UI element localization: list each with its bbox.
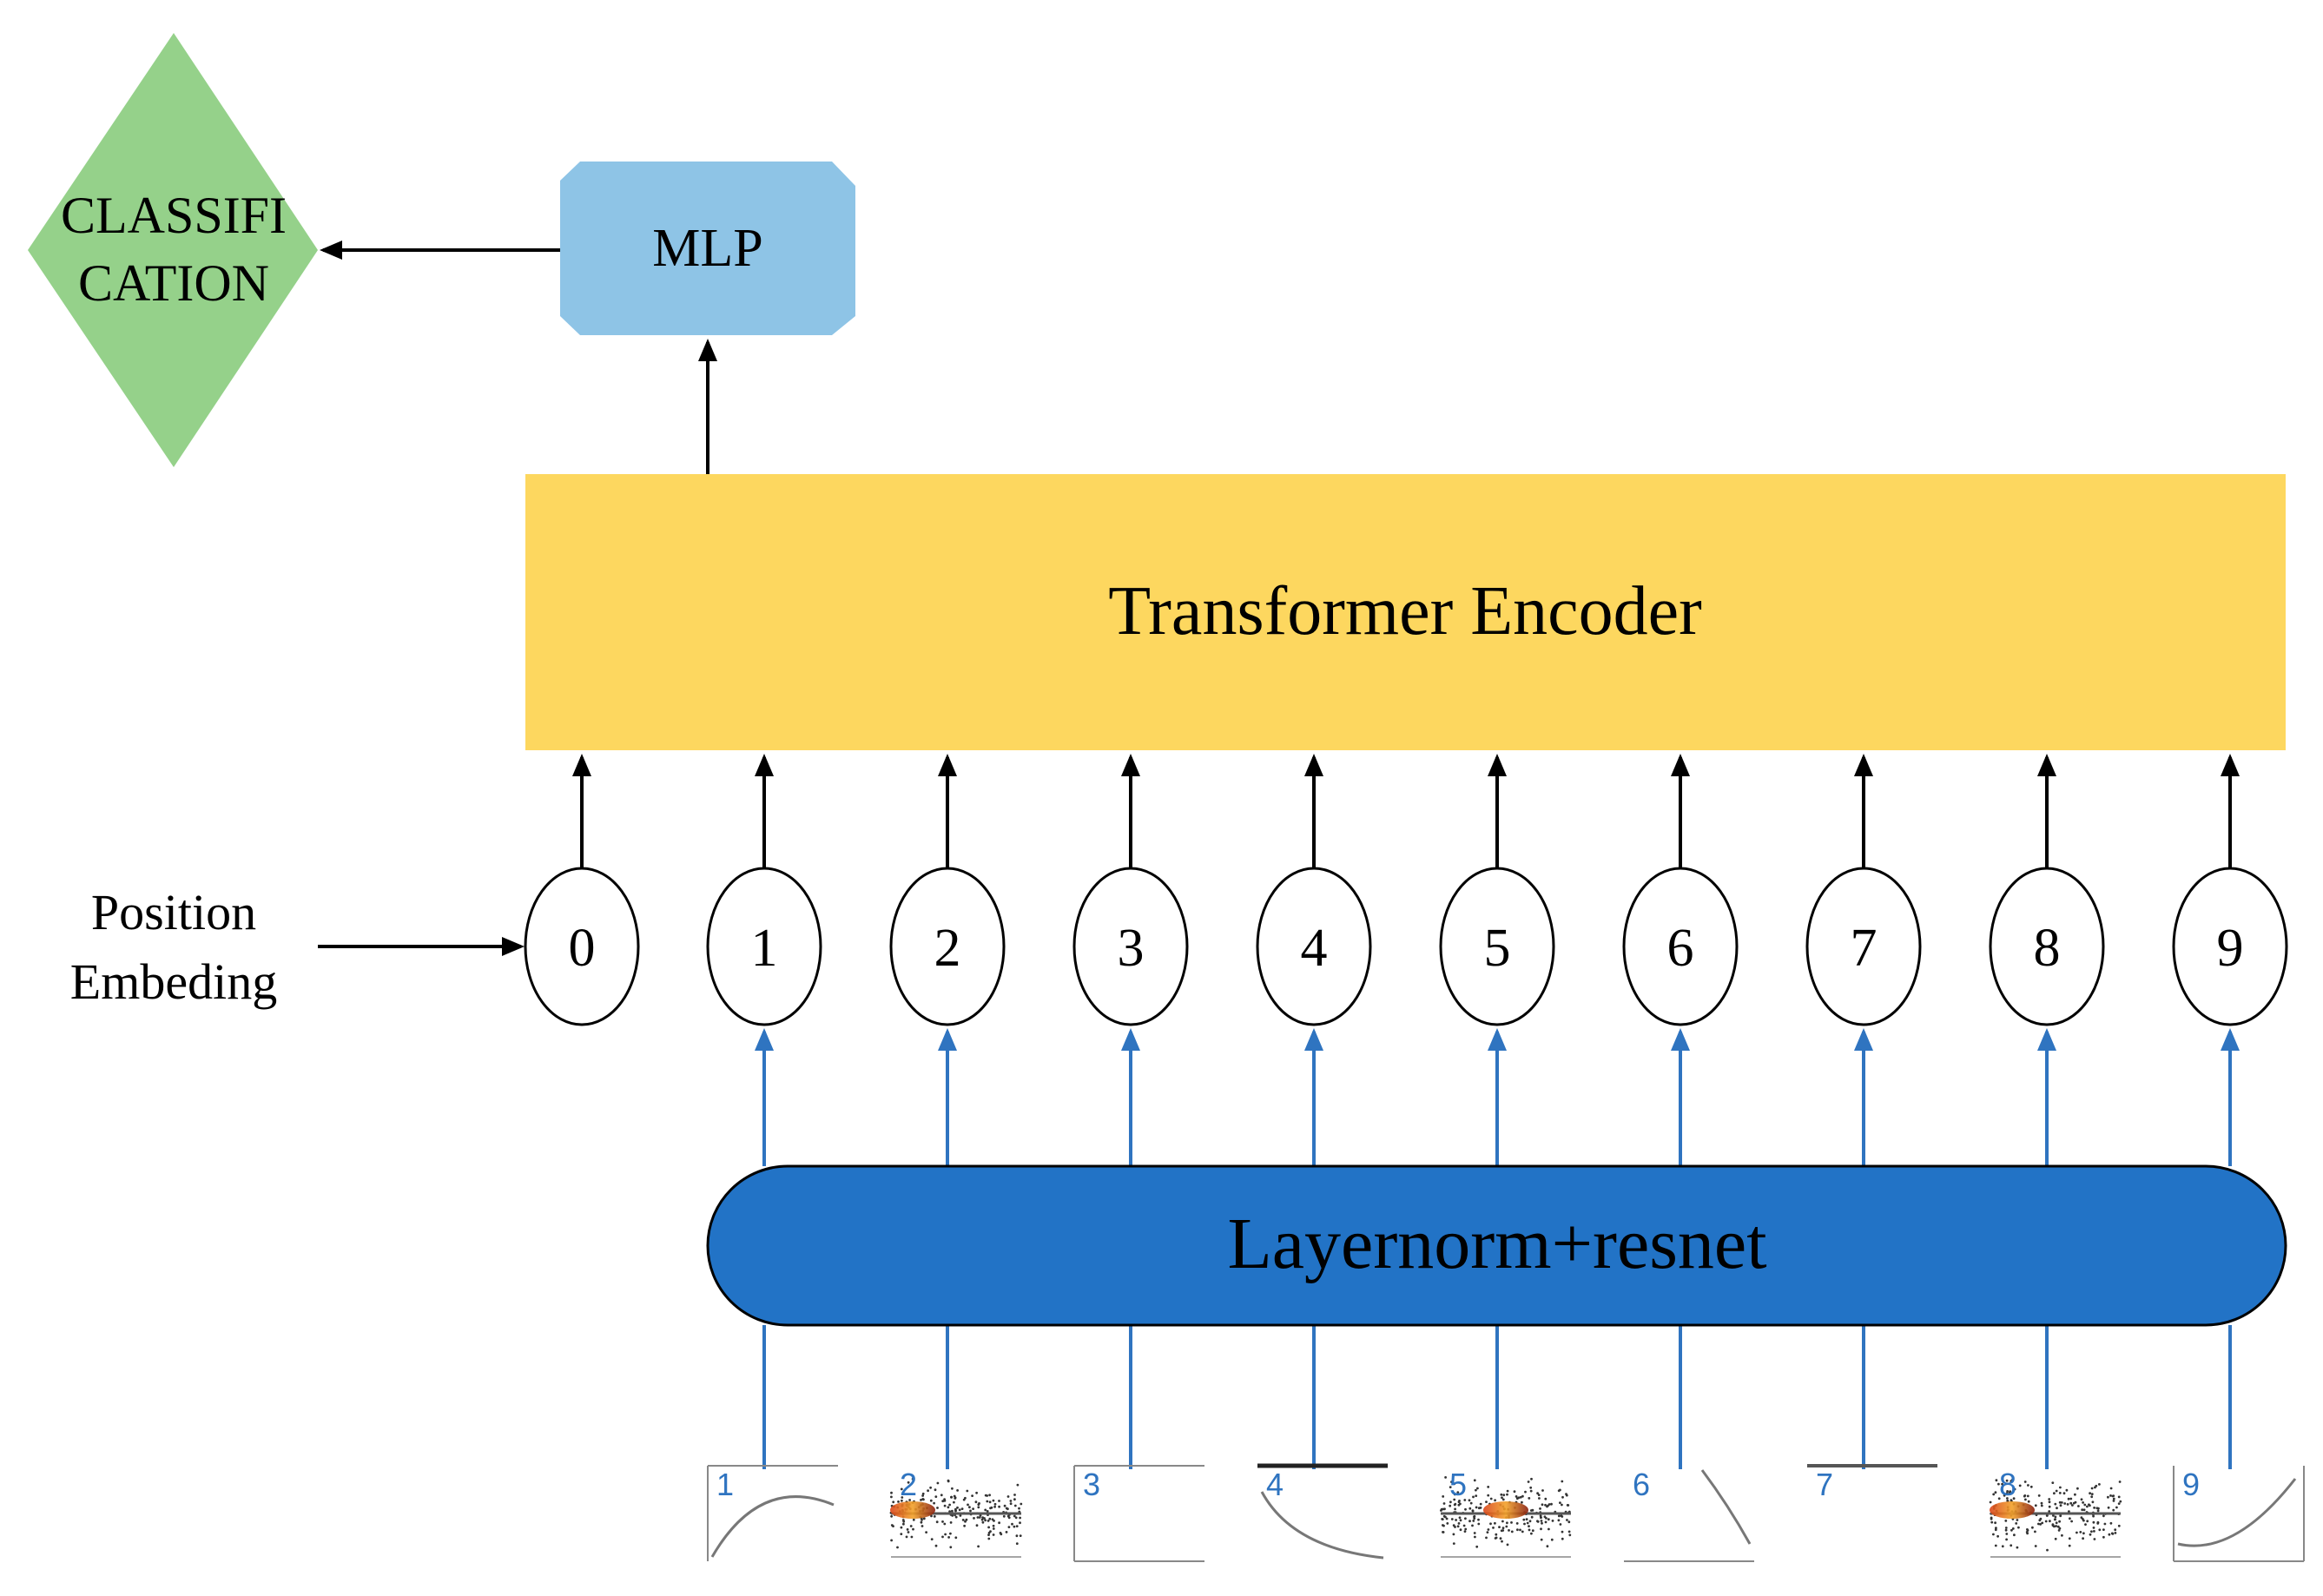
token-1-node xyxy=(706,867,822,1026)
thumbnail-5: 5 xyxy=(1440,1467,1572,1558)
token-2-label: 2 xyxy=(934,919,961,978)
thumbnail-7: 7 xyxy=(1807,1464,1937,1502)
token-7-label: 7 xyxy=(1851,919,1878,978)
classification-label-line1: CLASSIFI xyxy=(61,187,287,244)
layernorm-resnet-block xyxy=(706,1164,2287,1327)
thumbnail-1-label: 1 xyxy=(716,1467,734,1502)
token-3-node xyxy=(1072,867,1189,1026)
transformer-encoder-block xyxy=(525,474,2286,750)
thumbnail-3: 3 xyxy=(1073,1465,1204,1562)
mlp-label: MLP xyxy=(652,219,762,278)
thumbnail-2: 2 xyxy=(889,1467,1023,1558)
token-9-label: 9 xyxy=(2217,919,2244,978)
thumbnail-8: 8 xyxy=(1989,1467,2122,1558)
token-9-node xyxy=(2172,867,2288,1026)
thumbnail-4-label: 4 xyxy=(1266,1467,1284,1502)
layernorm-resnet-label: Layernorm+resnet xyxy=(1227,1204,1766,1284)
thumbnail-3-label: 3 xyxy=(1083,1467,1100,1502)
classification-label-line2: CATION xyxy=(78,254,269,312)
token-8-node xyxy=(1989,867,2105,1026)
thumbnail-8-label: 8 xyxy=(1999,1467,2016,1502)
token-5-node xyxy=(1439,867,1555,1026)
thumbnail-2-label: 2 xyxy=(900,1467,917,1502)
position-embedding-label-line2: Embeding xyxy=(70,953,277,1010)
thumbnail-7-label: 7 xyxy=(1816,1467,1833,1502)
token-0-label: 0 xyxy=(569,919,596,978)
transformer-encoder-label: Transformer Encoder xyxy=(1108,573,1702,650)
thumbnail-4: 4 xyxy=(1257,1463,1388,1560)
thumbnail-9-label: 9 xyxy=(2182,1467,2200,1502)
token-0-node xyxy=(524,867,640,1026)
token-4-label: 4 xyxy=(1301,919,1328,978)
thumbnail-6-label: 6 xyxy=(1633,1467,1650,1502)
token-1-label: 1 xyxy=(751,919,778,978)
token-3-label: 3 xyxy=(1118,919,1145,978)
thumbnail-9: 9 xyxy=(2173,1466,2305,1562)
classification-node xyxy=(28,33,318,467)
position-embedding-label-line1: Position xyxy=(91,884,256,940)
token-6-node xyxy=(1622,867,1739,1026)
thumbnail-1: 1 xyxy=(707,1465,838,1561)
input-patch-thumbnails: 1 2 3 4 5 6 7 8 9 xyxy=(707,1463,2305,1562)
token-6-label: 6 xyxy=(1667,919,1694,978)
token-7-node xyxy=(1805,867,1922,1026)
token-4-node xyxy=(1256,867,1372,1026)
token-5-label: 5 xyxy=(1484,919,1511,978)
token-2-node xyxy=(889,867,1006,1026)
token-8-label: 8 xyxy=(2034,919,2061,978)
thumbnail-6: 6 xyxy=(1624,1467,1754,1562)
mlp-node xyxy=(560,162,855,335)
token-sequence: 0 1 2 3 4 5 6 7 8 9 xyxy=(524,754,2288,1469)
thumbnail-5-label: 5 xyxy=(1449,1467,1467,1502)
